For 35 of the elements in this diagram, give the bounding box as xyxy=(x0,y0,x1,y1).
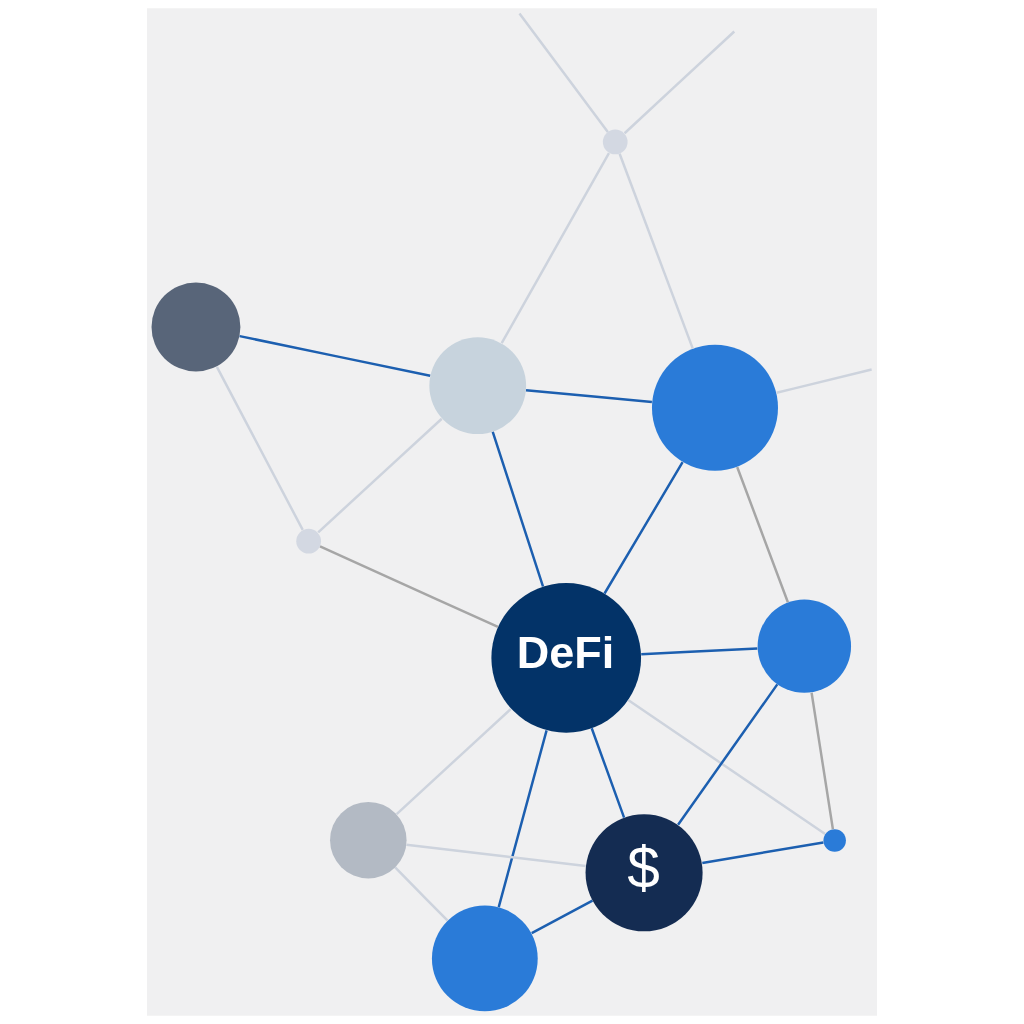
node-circle xyxy=(330,801,407,879)
connector xyxy=(500,152,611,344)
node-circle xyxy=(151,282,241,372)
node-circle xyxy=(296,528,322,554)
connector xyxy=(215,366,304,531)
connector xyxy=(618,153,694,350)
connector xyxy=(406,843,586,868)
connector xyxy=(590,727,626,819)
connector xyxy=(627,699,826,836)
connector xyxy=(497,730,548,908)
node-circle xyxy=(431,905,538,1012)
connector xyxy=(394,866,449,922)
connector xyxy=(702,841,824,865)
connector xyxy=(623,30,736,135)
connector xyxy=(776,368,872,394)
node-circle xyxy=(651,344,778,471)
node-circle xyxy=(823,829,846,852)
connector xyxy=(641,647,758,656)
node-circle xyxy=(757,599,852,693)
connector xyxy=(395,707,512,815)
connector xyxy=(531,899,594,935)
connector xyxy=(317,417,443,534)
connector xyxy=(677,683,779,826)
connector xyxy=(239,334,431,377)
connector xyxy=(603,461,684,595)
node-circle xyxy=(429,337,527,435)
connector xyxy=(491,431,545,587)
connector xyxy=(518,12,609,133)
node-circle: DeFi xyxy=(491,583,642,733)
connector xyxy=(525,388,652,404)
node-circle xyxy=(602,129,628,155)
connector xyxy=(319,545,499,629)
connector xyxy=(810,692,835,830)
node-circle: $ xyxy=(585,814,703,932)
connector xyxy=(736,466,790,603)
